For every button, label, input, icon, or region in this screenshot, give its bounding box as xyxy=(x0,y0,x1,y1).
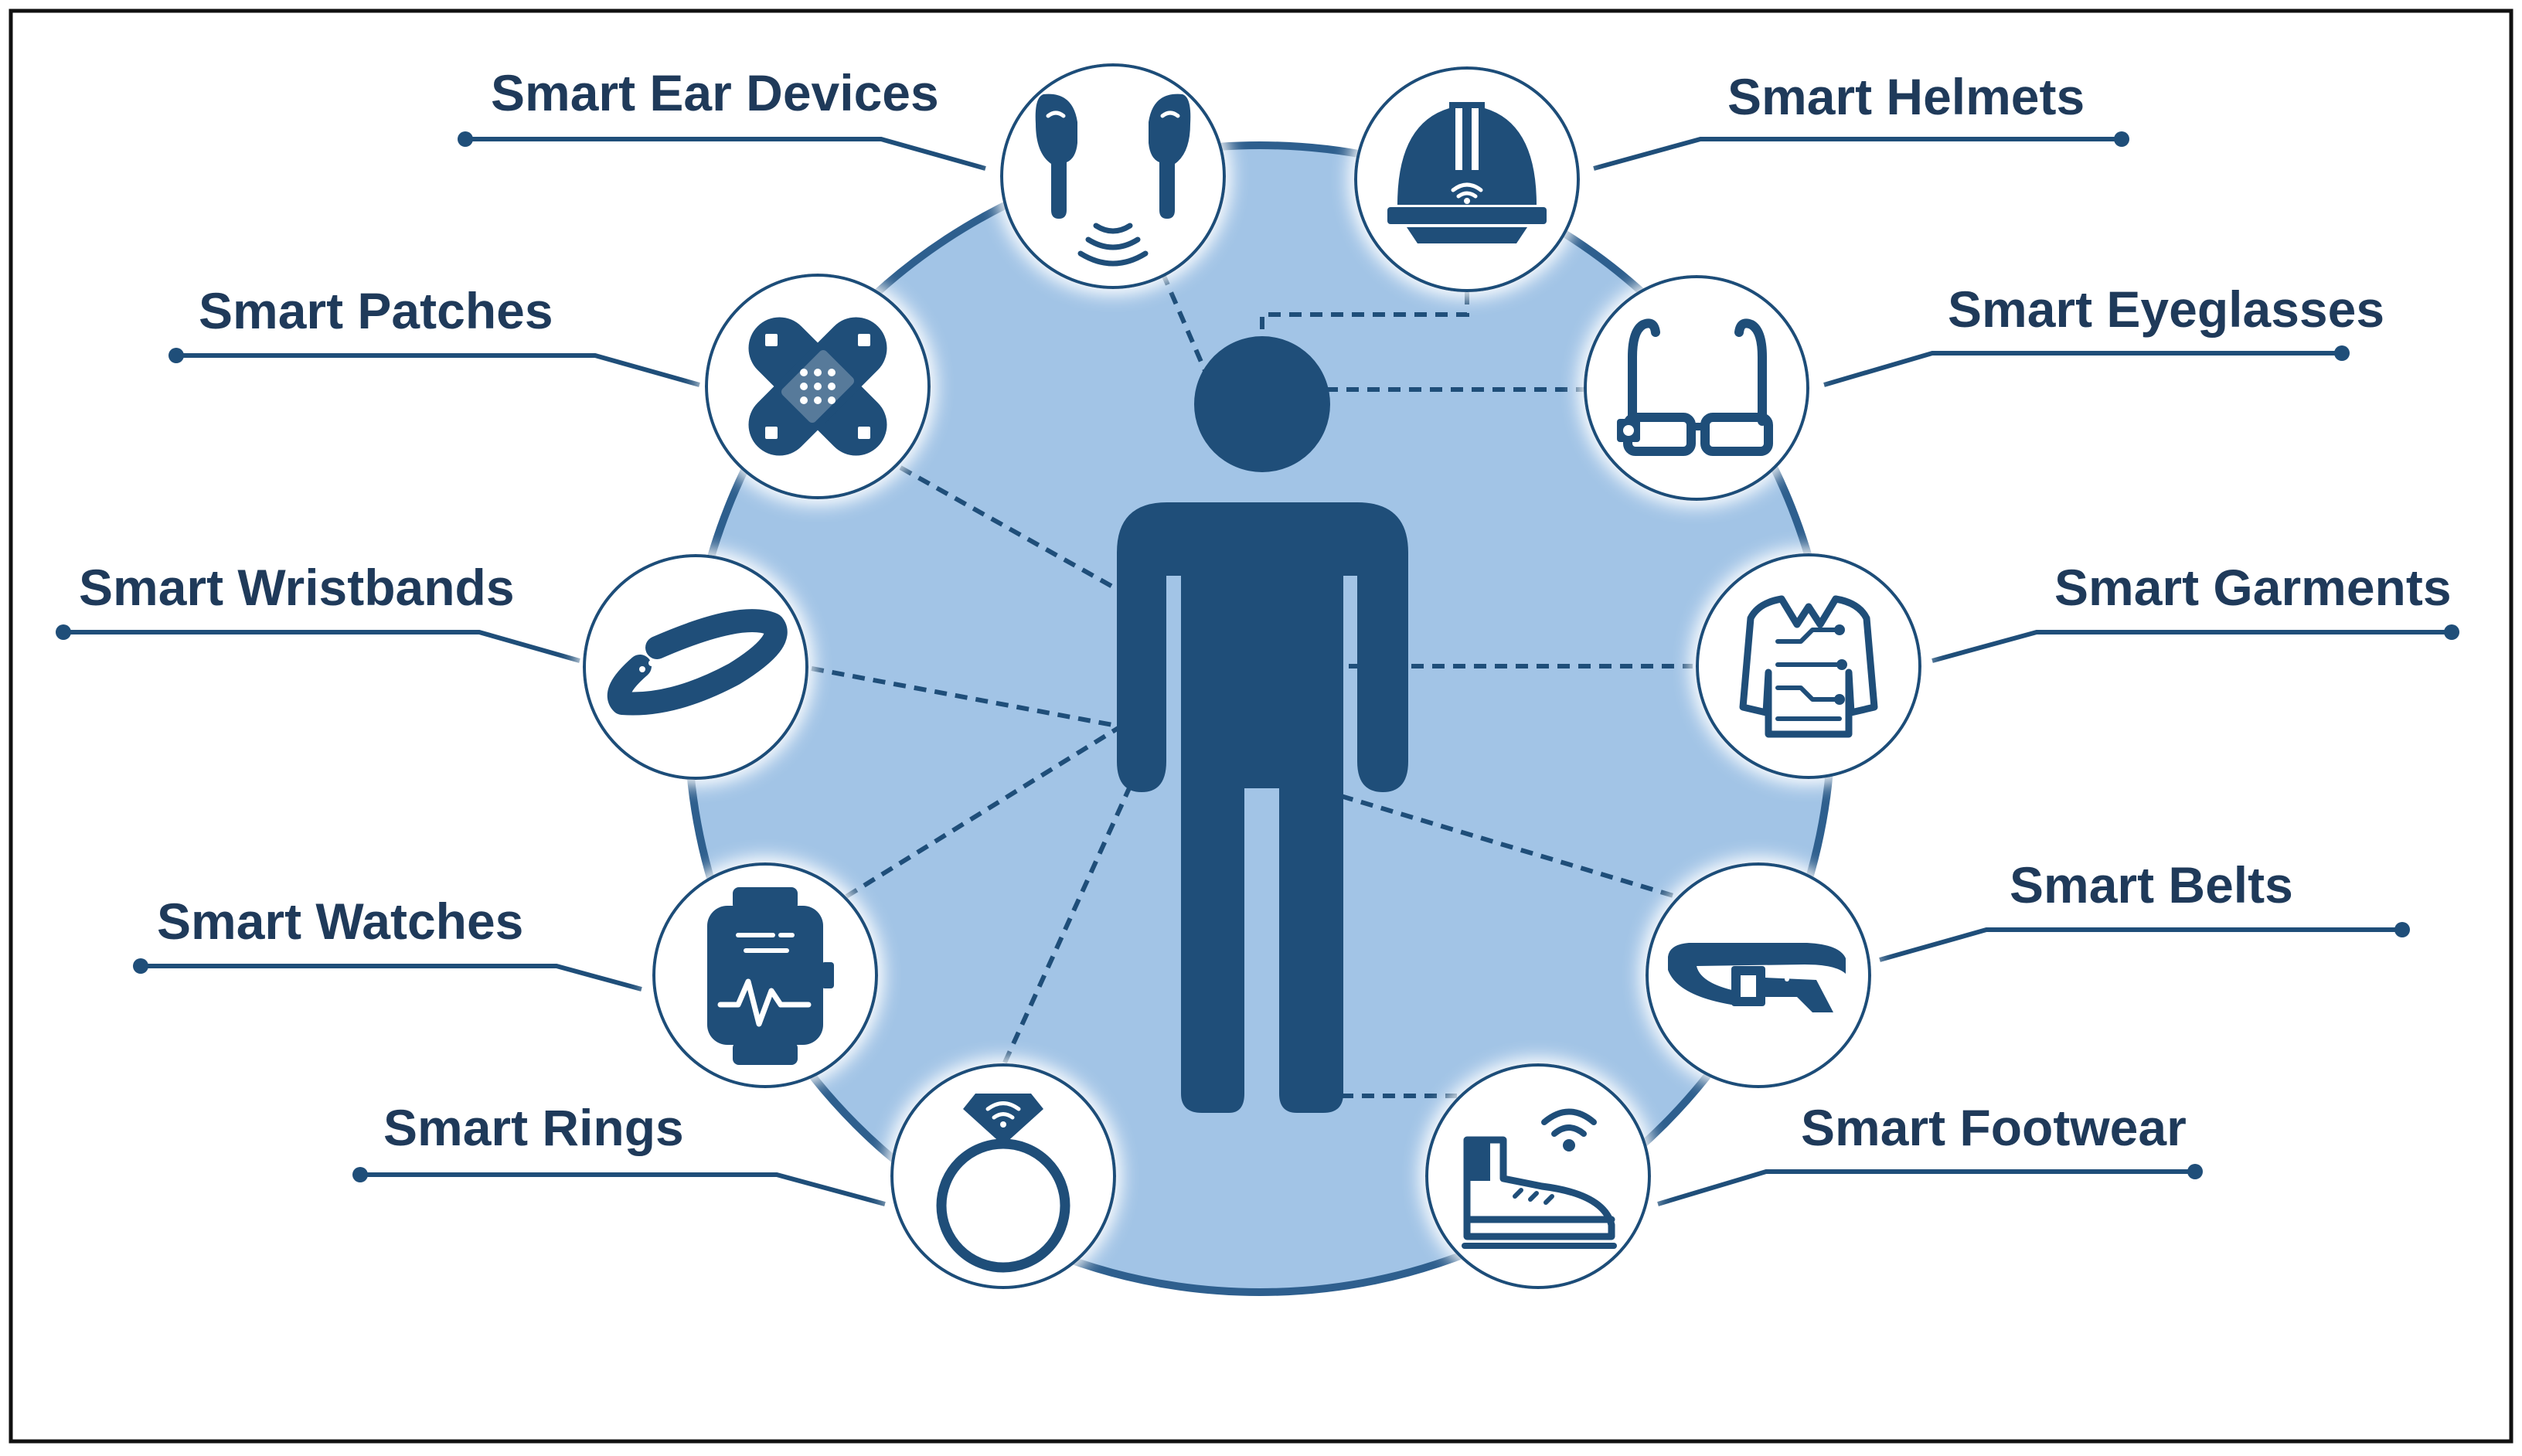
belt-icon xyxy=(1668,943,1846,1012)
label-wristbands: Smart Wristbands xyxy=(79,559,515,616)
eyeglasses-icon xyxy=(1617,318,1773,456)
connector-helmets xyxy=(1260,292,1469,340)
badge-garments xyxy=(1696,553,1921,779)
patch-icon xyxy=(748,317,887,456)
connector-patches xyxy=(899,465,1122,594)
badge-ear xyxy=(1000,63,1226,289)
helmet-icon xyxy=(1387,102,1547,243)
badge-helmets xyxy=(1354,66,1580,292)
connector-watches xyxy=(845,724,1122,899)
earbuds-icon xyxy=(1035,94,1191,267)
person-icon xyxy=(1117,336,1408,1113)
ring-icon xyxy=(936,1094,1070,1273)
garment-icon xyxy=(1739,595,1878,738)
connector-wristbands xyxy=(811,666,1121,729)
label-rings: Smart Rings xyxy=(383,1099,684,1156)
badge-footwear xyxy=(1425,1063,1651,1289)
badge-wristbands xyxy=(583,554,808,780)
device-labels: Smart Ear Devices Smart Helmets Smart Pa… xyxy=(79,64,2452,1156)
connector-lines xyxy=(811,157,1693,1098)
label-eyeglasses: Smart Eyeglasses xyxy=(1948,281,2384,338)
label-patches: Smart Patches xyxy=(199,282,553,339)
label-belts: Smart Belts xyxy=(2010,856,2293,913)
leader-lines xyxy=(56,131,2459,1206)
label-watches: Smart Watches xyxy=(157,893,523,950)
label-helmets: Smart Helmets xyxy=(1727,68,2085,125)
badge-belts xyxy=(1646,862,1871,1088)
watch-icon xyxy=(707,887,834,1065)
badge-watches xyxy=(652,862,878,1088)
wristband-icon xyxy=(607,609,788,716)
badge-patches xyxy=(705,274,931,499)
badge-rings xyxy=(890,1063,1116,1289)
label-footwear: Smart Footwear xyxy=(1801,1099,2187,1156)
connector-rings xyxy=(1002,771,1138,1064)
footwear-icon xyxy=(1462,1108,1617,1249)
badge-eyeglasses xyxy=(1584,275,1809,501)
connector-belts xyxy=(1340,794,1682,900)
label-ear: Smart Ear Devices xyxy=(491,64,939,121)
label-garments: Smart Garments xyxy=(2054,559,2452,616)
